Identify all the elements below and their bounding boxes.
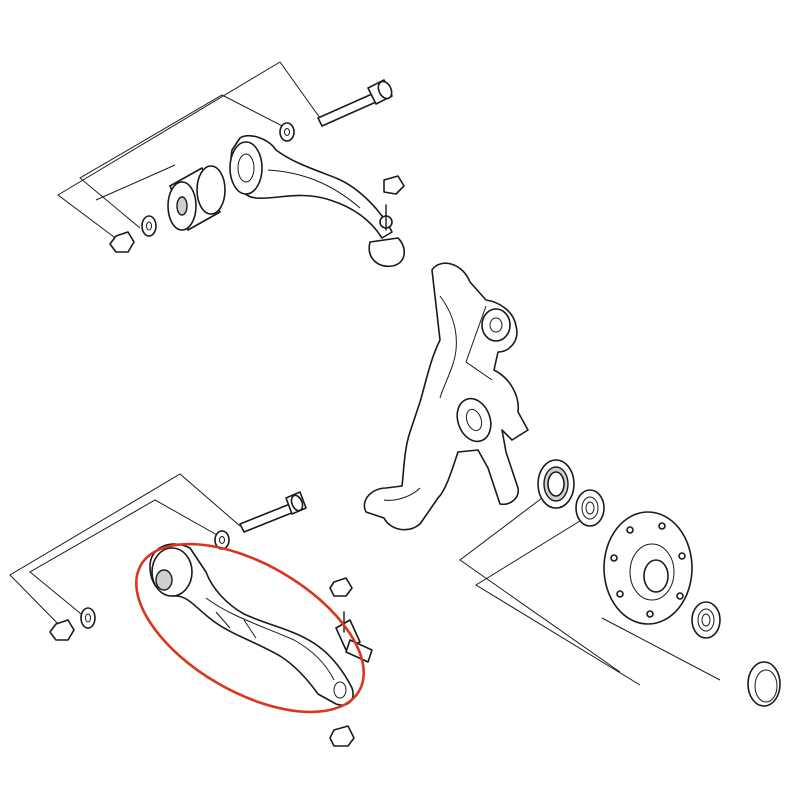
inner-bearing-icon — [575, 489, 605, 527]
wheel-hub-icon — [603, 511, 693, 625]
highlight-ellipse — [134, 542, 366, 714]
hub-leader-lines — [459, 497, 721, 686]
steering-knuckle-icon — [363, 262, 529, 531]
lower-leader-lines — [9, 473, 241, 631]
upper-nut-left-icon — [109, 231, 135, 253]
upper-bushing-icon — [167, 165, 226, 231]
lower-control-arm-icon — [149, 543, 354, 706]
lower-bolt-icon — [239, 491, 307, 533]
lower-washer-icon — [214, 530, 230, 550]
seal-ring-icon — [537, 459, 575, 509]
lower-ball-nut-top-icon — [329, 577, 353, 597]
upper-washer-icon — [279, 122, 295, 142]
upper-leader-lines — [57, 61, 321, 241]
lower-nut-left-icon — [49, 619, 75, 641]
lower-nut-bottom-icon — [329, 725, 355, 747]
lower-washer-left-icon — [80, 607, 96, 629]
upper-ball-nut-icon — [383, 175, 405, 195]
outer-bearing-icon — [691, 601, 721, 639]
lower-ball-joint-icon — [335, 611, 373, 663]
upper-ball-joint-icon — [368, 204, 405, 267]
upper-bolt-icon — [317, 79, 393, 127]
upper-control-arm-icon — [229, 134, 393, 239]
upper-washer-left-icon — [141, 215, 157, 237]
dust-cap-icon — [747, 661, 781, 707]
